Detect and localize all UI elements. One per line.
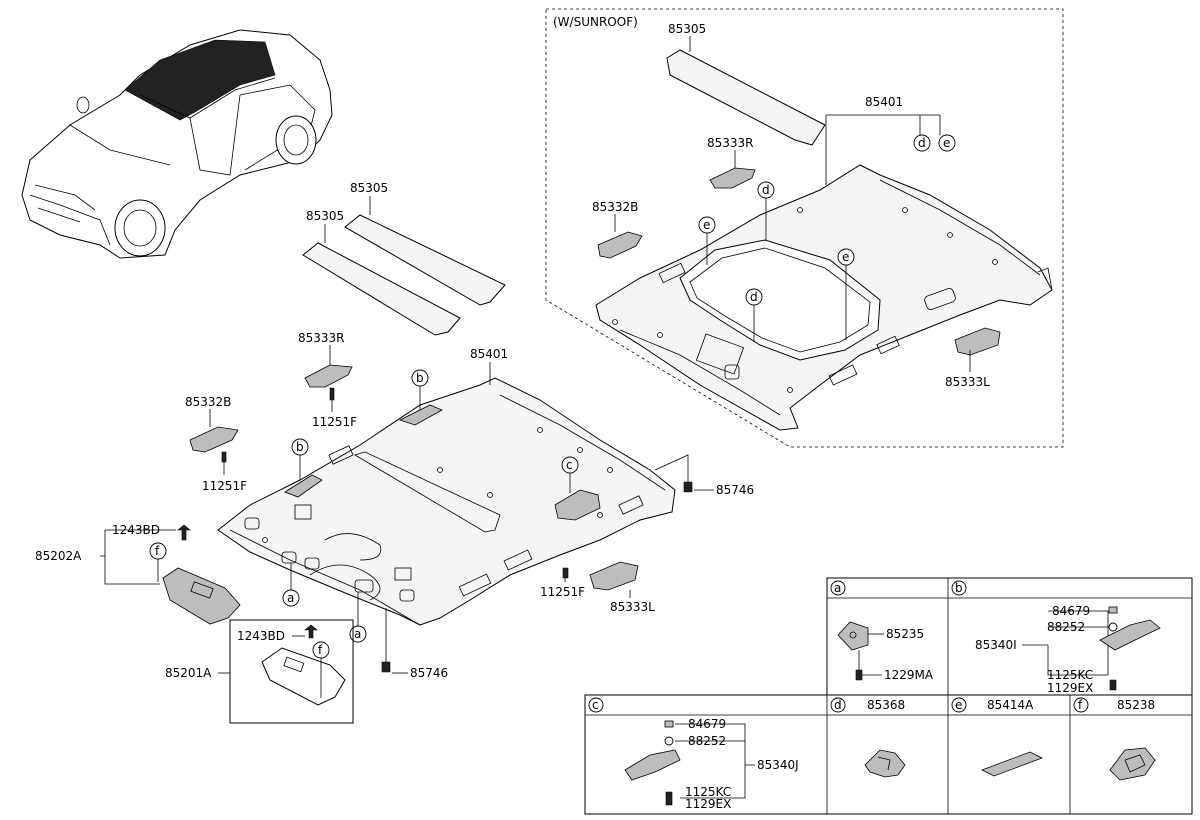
svg-text:85340J: 85340J [757,758,799,772]
svg-text:f: f [1078,698,1083,712]
svg-text:85368: 85368 [867,698,905,712]
svg-text:a: a [834,581,841,595]
detail-d-clip[interactable] [864,749,906,778]
detail-cell-b: b 84679 88252 85340I 1125KC 1129EX [951,580,1161,695]
detail-c-grab-handle[interactable] [624,749,681,781]
sunvisor-85201A[interactable] [261,647,346,706]
svg-text:84679: 84679 [1052,604,1090,618]
svg-text:1229MA: 1229MA [884,668,934,682]
svg-text:1129EX: 1129EX [1047,681,1093,695]
sunroof-bracket-85333L[interactable] [954,327,1001,356]
svg-text:85305: 85305 [350,181,388,195]
svg-text:85333R: 85333R [298,331,345,345]
pad-85305-lower[interactable] [302,242,461,336]
svg-text:85333R: 85333R [707,136,754,150]
svg-text:85401: 85401 [470,347,508,361]
sunroof-pad-85305[interactable] [666,49,826,146]
svg-text:e: e [943,136,950,150]
svg-text:85333L: 85333L [945,375,990,389]
sunroof-label-85305: 85305 [668,22,706,36]
svg-text:85332B: 85332B [592,200,638,214]
svg-text:d: d [762,183,770,197]
svg-text:f: f [318,643,323,657]
svg-text:e: e [703,218,710,232]
svg-text:11251F: 11251F [540,585,585,599]
detail-f-clip[interactable] [1109,747,1156,781]
sunroof-title: (W/SUNROOF) [553,15,638,29]
svg-text:b: b [296,440,304,454]
svg-text:88252: 88252 [1047,620,1085,634]
svg-text:85333L: 85333L [610,600,655,614]
sunroof-bracket-85333R[interactable] [709,167,756,189]
svg-text:c: c [566,458,573,472]
svg-text:1243BD: 1243BD [237,629,285,643]
svg-text:1129EX: 1129EX [685,797,731,811]
svg-text:d: d [834,698,842,712]
bracket-85333R[interactable] [304,364,353,388]
detail-cell-a: a 85235 1229MA [830,580,934,682]
svg-text:1243BD: 1243BD [112,523,160,537]
svg-text:e: e [842,250,849,264]
svg-text:85305: 85305 [306,209,344,223]
bracket-85332B[interactable] [189,426,239,453]
svg-text:11251F: 11251F [202,479,247,493]
grab-handle-b-lower[interactable] [284,474,323,498]
detail-cell-e: e 85414A [951,697,1043,777]
pad-85305-upper[interactable] [344,214,506,306]
detail-a-clip[interactable] [837,621,869,651]
detail-e-pad[interactable] [981,751,1043,777]
svg-text:85235: 85235 [886,627,924,641]
sunroof-bracket-85332B[interactable] [597,231,643,259]
svg-text:85202A: 85202A [35,549,82,563]
svg-text:88252: 88252 [688,734,726,748]
dome-lamp-c[interactable] [554,489,601,521]
svg-text:85414A: 85414A [987,698,1034,712]
bracket-85333L[interactable] [589,561,639,591]
svg-text:85201A: 85201A [165,666,212,680]
svg-text:c: c [592,698,599,712]
svg-text:85332B: 85332B [185,395,231,409]
svg-text:85238: 85238 [1117,698,1155,712]
svg-text:f: f [155,544,160,558]
sunroof-callout-e-top [938,134,956,152]
detail-cell-d: d 85368 [830,697,906,778]
detail-cell-f: f 85238 [1073,697,1156,781]
svg-text:1125KC: 1125KC [1047,668,1093,682]
svg-text:1125KC: 1125KC [685,785,731,799]
detail-cell-c: c 84679 88252 85340J 1125KC 1129EX [588,697,799,811]
detail-b-grab-handle[interactable] [1099,619,1161,651]
svg-text:a: a [354,627,361,641]
svg-text:11251F: 11251F [312,415,357,429]
svg-text:a: a [287,591,294,605]
svg-text:b: b [416,371,424,385]
svg-text:85746: 85746 [410,666,448,680]
headlining-85401[interactable] [217,377,676,626]
sunroof-callout-d-top [913,134,931,152]
sunvisor-85201A-box [229,619,354,724]
detail-table: a 85235 1229MA b 84679 88252 85340I 1125… [584,577,1193,815]
sunroof-group: (W/SUNROOF) 85305 85401 d e d [545,8,1064,448]
car-illustration [21,29,333,259]
svg-text:84679: 84679 [688,717,726,731]
svg-text:85746: 85746 [716,483,754,497]
main-group: 85305 85305 85401 b [35,181,754,724]
svg-text:d: d [750,290,758,304]
svg-text:b: b [955,581,963,595]
svg-text:e: e [955,698,962,712]
svg-text:d: d [918,136,926,150]
sunvisor-85202A[interactable] [162,567,241,625]
sunroof-label-85401: 85401 [865,95,903,109]
svg-text:85340I: 85340I [975,638,1017,652]
